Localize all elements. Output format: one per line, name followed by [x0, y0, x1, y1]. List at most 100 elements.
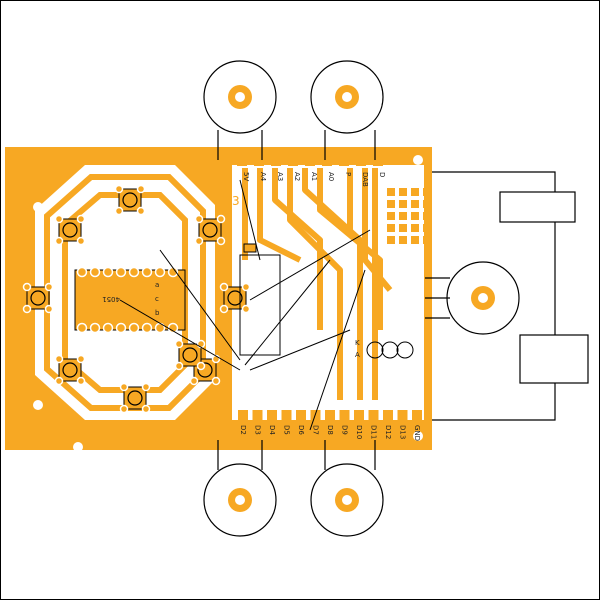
pad	[114, 184, 124, 194]
pad	[44, 304, 54, 314]
pad	[54, 376, 64, 386]
bottom-header-label: D3	[254, 425, 262, 435]
grid-pad	[387, 200, 395, 208]
bottom-header-label: D13	[399, 425, 407, 439]
bottom-header-label: D12	[384, 425, 392, 439]
top-header-label: A2	[293, 172, 301, 181]
airwire	[119, 299, 241, 371]
top-header-label: A0	[327, 172, 335, 181]
ic-pad	[102, 266, 114, 278]
led-label: A	[355, 351, 360, 359]
header-pad	[254, 156, 264, 166]
header-pad	[412, 410, 422, 420]
header-pad	[288, 156, 298, 166]
grid-pad	[423, 200, 431, 208]
copper-trace	[302, 168, 363, 400]
pad	[219, 304, 229, 314]
grid-pad	[387, 212, 395, 220]
octagon-ring-inner	[62, 192, 188, 393]
ic-pad	[154, 266, 166, 278]
copper-trace	[287, 168, 343, 400]
button-circle	[197, 362, 213, 378]
button-circle	[182, 347, 198, 363]
header-pad	[368, 410, 379, 420]
button-circle	[127, 390, 143, 406]
pad	[76, 354, 86, 364]
pad	[119, 382, 129, 392]
pushbutton	[26, 286, 50, 310]
pad	[136, 184, 146, 194]
header-pad	[238, 410, 248, 420]
pad	[216, 214, 226, 224]
ic-label: 4051	[102, 295, 120, 303]
ic-pin-label: a	[155, 281, 159, 289]
grid-pad	[387, 224, 395, 232]
ic-pin-label: c	[155, 295, 159, 303]
pad	[22, 304, 32, 314]
side-label: 3	[232, 194, 240, 208]
led-outline	[396, 341, 414, 359]
connector-top	[499, 191, 576, 223]
pushbutton	[58, 218, 82, 242]
pad	[194, 236, 204, 246]
grid-pad	[399, 236, 407, 244]
grid-pad	[387, 188, 395, 196]
top-header-label: P	[344, 172, 352, 176]
header-pad	[322, 156, 332, 166]
copper-trace	[362, 168, 393, 292]
pad	[174, 361, 184, 371]
header-pad	[339, 410, 350, 420]
header-pad	[267, 410, 277, 420]
outline-wire	[432, 171, 556, 421]
top-header-label: A1	[310, 172, 318, 181]
grid-pad	[423, 188, 431, 196]
button-circle	[62, 362, 78, 378]
bottom-header-label: D11	[370, 425, 378, 439]
pad	[119, 404, 129, 414]
header-pad	[383, 410, 393, 420]
ic-pad	[128, 266, 140, 278]
header-pad	[397, 410, 408, 420]
bottom-header-label: D5	[283, 425, 291, 435]
header-pad	[237, 156, 247, 166]
led-label: K	[355, 339, 360, 347]
airwire	[249, 329, 351, 371]
button-circle	[62, 222, 78, 238]
header-pad	[281, 410, 292, 420]
ic-pad	[76, 322, 88, 334]
mounting-hole	[33, 202, 43, 212]
bottom-header-label: D8	[326, 425, 334, 435]
bottom-header-label: GND	[413, 425, 421, 441]
pushbutton	[198, 218, 222, 242]
pad	[114, 206, 124, 216]
header-pad	[305, 156, 315, 166]
pad	[189, 376, 199, 386]
grid-pad	[399, 212, 407, 220]
pad	[54, 214, 64, 224]
header-pad	[271, 156, 281, 166]
pad	[241, 304, 251, 314]
grid-pad	[399, 224, 407, 232]
header-pad	[354, 410, 364, 420]
pad	[241, 282, 251, 292]
header-pad	[373, 156, 383, 166]
potentiometer-bottom-left	[203, 463, 277, 537]
resistor	[243, 243, 257, 253]
grid-pad	[387, 236, 395, 244]
top-header-label: 5V	[242, 172, 250, 181]
pad	[136, 206, 146, 216]
led-outline	[381, 341, 399, 359]
pad	[76, 236, 86, 246]
potentiometer-top-left	[203, 60, 277, 134]
top-header-label: DAB	[361, 172, 369, 187]
header-pad	[325, 410, 335, 420]
pad	[54, 236, 64, 246]
bottom-header-label: D6	[297, 425, 305, 435]
top-header-label: A3	[276, 172, 284, 181]
pot-hole	[478, 293, 488, 303]
header-pad	[356, 156, 366, 166]
ic-pad	[141, 266, 153, 278]
grid-pad	[411, 236, 419, 244]
